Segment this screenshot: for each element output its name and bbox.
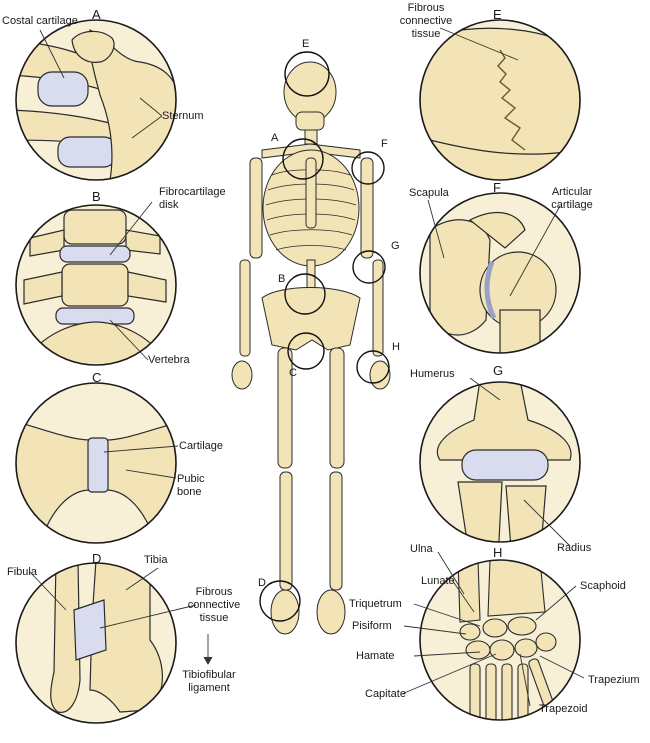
panel-d-tibiofibular — [16, 560, 176, 723]
label-scaphoid: Scaphoid — [580, 580, 626, 592]
label-capitate: Capitate — [365, 688, 406, 700]
label-fct-e-3: tissue — [396, 28, 456, 40]
label-fibrocartilage-1: Fibrocartilage — [159, 186, 226, 198]
panel-f-shoulder — [420, 193, 580, 370]
label-tibiofibular-1: Tibiofibular — [176, 669, 242, 681]
marker-letter-h: H — [392, 341, 400, 353]
label-fibrocartilage-2: disk — [159, 199, 179, 211]
label-costal-cartilage: Costal cartilage — [2, 15, 78, 27]
marker-letter-e: E — [302, 38, 309, 50]
panel-letter-c: C — [92, 371, 101, 385]
panel-letter-b: B — [92, 190, 101, 204]
marker-letter-f: F — [381, 138, 388, 150]
panel-c-pubic-symphysis — [10, 383, 186, 545]
label-fct-d-3: tissue — [184, 612, 244, 624]
label-fct-e-2: connective — [396, 15, 456, 27]
marker-letter-g: G — [391, 240, 400, 252]
marker-letter-a: A — [271, 132, 278, 144]
label-fct-d-2: connective — [184, 599, 244, 611]
label-fibula: Fibula — [7, 566, 37, 578]
label-articular-2: cartilage — [540, 199, 604, 211]
label-sternum: Sternum — [162, 110, 204, 122]
panel-a-costal-cartilage — [10, 20, 180, 180]
label-scapula: Scapula — [409, 187, 449, 199]
panel-letter-f: F — [493, 181, 501, 195]
label-humerus: Humerus — [410, 368, 455, 380]
label-pubic-1: Pubic — [177, 473, 205, 485]
label-fct-e-1: Fibrous — [396, 2, 456, 14]
label-vertebra: Vertebra — [148, 354, 190, 366]
label-pubic-2: bone — [177, 486, 201, 498]
label-ulna: Ulna — [410, 543, 433, 555]
panel-letter-d: D — [92, 552, 101, 566]
label-triquetrum: Triquetrum — [349, 598, 402, 610]
marker-letter-b: B — [278, 273, 285, 285]
label-trapezium: Trapezium — [588, 674, 640, 686]
label-lunate: Lunate — [421, 575, 455, 587]
panel-g-elbow — [420, 380, 580, 560]
panel-letter-e: E — [493, 8, 502, 22]
label-radius: Radius — [557, 542, 591, 554]
panel-letter-h: H — [493, 546, 502, 560]
label-tibiofibular-2: ligament — [176, 682, 242, 694]
label-tibia: Tibia — [144, 554, 167, 566]
panel-b-fibrocartilage-disk — [16, 205, 176, 370]
label-pisiform: Pisiform — [352, 620, 392, 632]
label-trapezoid: Trapezoid — [539, 703, 588, 715]
label-hamate: Hamate — [356, 650, 395, 662]
label-fct-d-1: Fibrous — [184, 586, 244, 598]
marker-letter-c: C — [289, 367, 297, 379]
panel-letter-a: A — [92, 8, 101, 22]
label-cartilage: Cartilage — [179, 440, 223, 452]
label-articular-1: Articular — [540, 186, 604, 198]
panel-letter-g: G — [493, 364, 503, 378]
marker-letter-d: D — [258, 577, 266, 589]
central-skeleton — [232, 62, 390, 634]
panel-e-skull-suture — [420, 20, 590, 190]
